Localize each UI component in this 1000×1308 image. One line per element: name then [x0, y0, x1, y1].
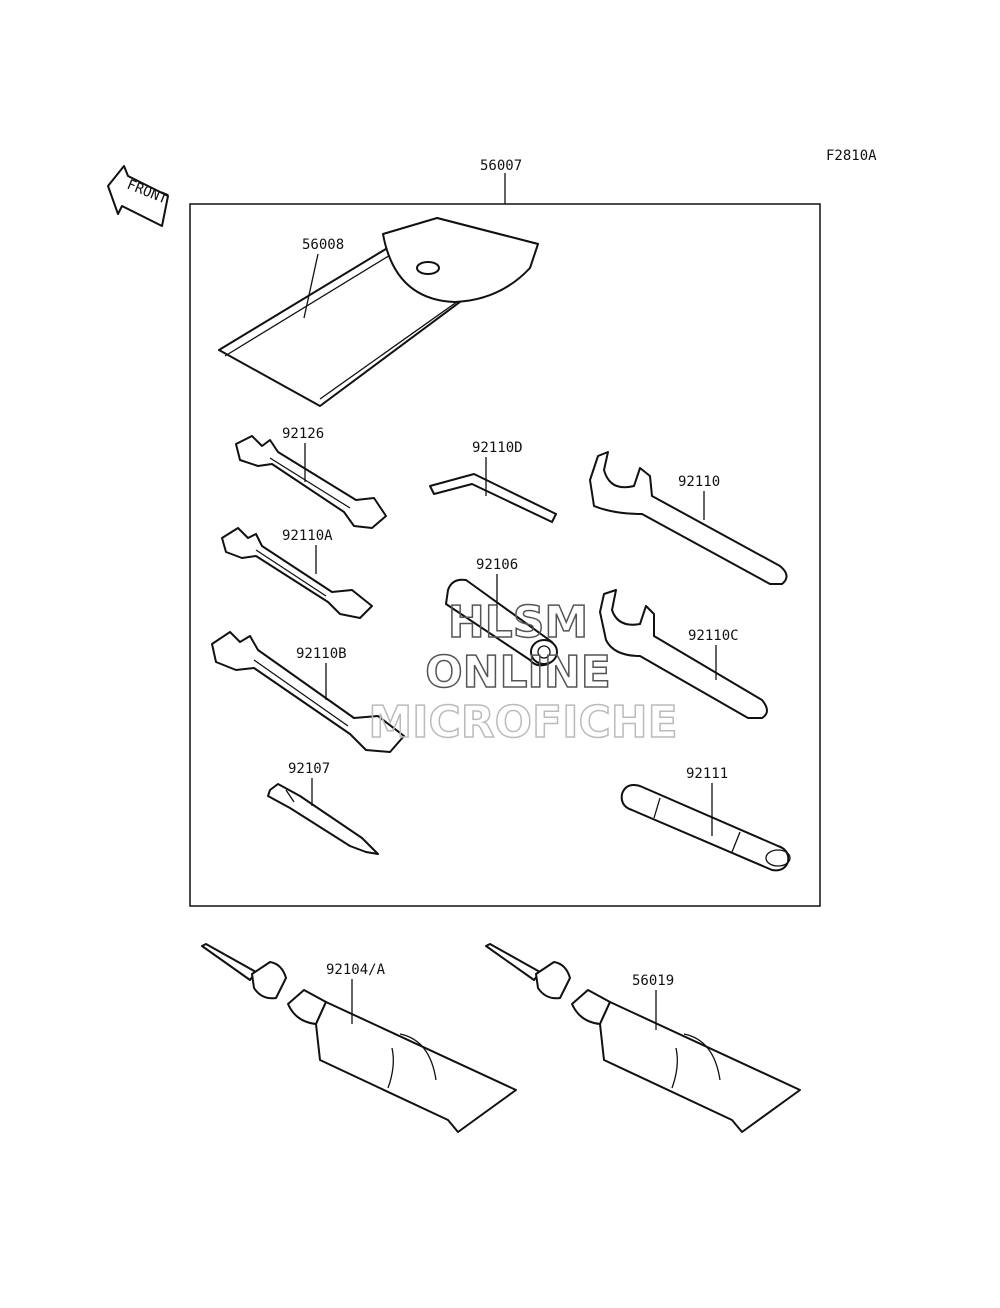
part-label-hook-wrench-b: 92110C	[688, 628, 739, 644]
grease-tube-56019	[485, 943, 801, 1133]
watermark-line-2: ONLINE	[425, 647, 611, 698]
part-label-kit: 56007	[480, 158, 522, 174]
screwdriver-bit-92107	[267, 783, 379, 855]
part-label-hex-key: 92110D	[472, 440, 523, 456]
part-label-wrench-a: 92126	[282, 426, 324, 442]
figure-code: F2810A	[826, 148, 877, 164]
part-label-wrench-b: 92110A	[282, 528, 333, 544]
part-label-pouch: 56008	[302, 237, 344, 253]
tool-pouch	[218, 217, 539, 407]
open-end-wrench-92110a	[221, 527, 373, 619]
hex-key-92110d	[429, 473, 557, 523]
part-label-hook-wrench-a: 92110	[678, 474, 720, 490]
watermark: HLSM ONLINE MICROFICHE	[368, 596, 679, 749]
part-label-screwdriver: 92107	[288, 761, 330, 777]
part-label-handle: 92111	[686, 766, 728, 782]
part-label-socket: 92106	[476, 557, 518, 573]
front-arrow-icon: FRONT	[107, 165, 170, 227]
open-end-wrench-92126	[235, 435, 387, 529]
part-label-grease-tube-b: 56019	[632, 973, 674, 989]
watermark-line-3: MICROFICHE	[368, 697, 677, 748]
part-label-wrench-c: 92110B	[296, 646, 347, 662]
hook-wrench-92110	[589, 451, 788, 585]
socket-tool-92106	[445, 578, 558, 667]
open-end-wrench-92110b	[211, 631, 405, 753]
part-label-grease-tube-a: 92104/A	[326, 962, 386, 978]
tool-handle-92111	[620, 784, 791, 872]
grease-tube-92104a	[201, 943, 517, 1133]
hook-wrench-92110c	[599, 589, 768, 719]
watermark-line-1: HLSM	[448, 597, 588, 648]
